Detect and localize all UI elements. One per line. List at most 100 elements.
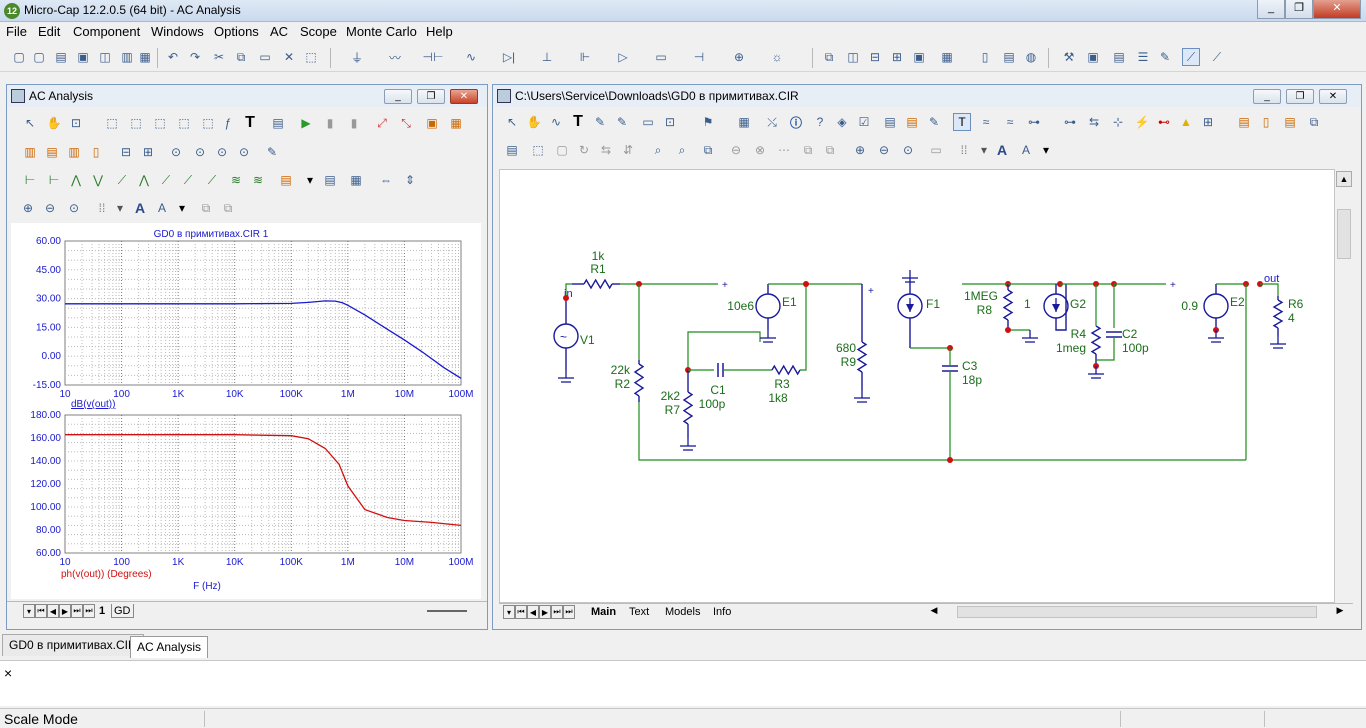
- cascade-icon[interactable]: ⧉: [824, 49, 834, 64]
- copy-icon[interactable]: ⧉: [236, 49, 246, 64]
- sch-brush-icon[interactable]: ✎: [616, 115, 628, 129]
- sch-edit-icon[interactable]: ✎: [928, 115, 940, 129]
- sch-attr-text-icon[interactable]: T: [953, 113, 971, 131]
- grid-d-icon[interactable]: ▯: [92, 145, 100, 159]
- sch-copy-icon[interactable]: ⧉: [803, 142, 813, 157]
- tab-text[interactable]: Text: [629, 606, 650, 618]
- sch-print-icon[interactable]: ▭: [930, 143, 942, 157]
- print-preview-icon[interactable]: ▥: [121, 50, 133, 64]
- probe-icon[interactable]: ⊕: [733, 50, 745, 64]
- sch-grid-dropdown-icon[interactable]: ▾: [980, 143, 988, 157]
- sch-find-icon[interactable]: ⌕: [654, 142, 662, 157]
- redo-icon[interactable]: ↷: [189, 50, 201, 64]
- inductor-icon[interactable]: ∿: [465, 50, 477, 64]
- horizontal-tag-icon[interactable]: ⬚: [178, 116, 190, 130]
- open-icon[interactable]: ▤: [55, 50, 67, 64]
- restore-scale-icon[interactable]: ⤡: [401, 115, 411, 130]
- undo-icon[interactable]: ↶: [167, 50, 179, 64]
- menu-component[interactable]: Component: [73, 24, 141, 39]
- sch-tab-next-icon[interactable]: ▶: [539, 605, 551, 619]
- sch-zoom-out-icon[interactable]: ⊖: [878, 143, 890, 157]
- sch-node-voltages-icon[interactable]: ≈: [1006, 115, 1014, 129]
- window-tab-schematic[interactable]: GD0 в примитивах.CIR: [2, 634, 144, 656]
- sch-flip-v-icon[interactable]: ⇵: [622, 143, 634, 157]
- panel-b-icon[interactable]: ▦: [450, 116, 462, 130]
- sch-info-icon[interactable]: ⓘ: [789, 115, 802, 130]
- sch-tab-prev-icon[interactable]: ◀: [527, 605, 539, 619]
- new-file-icon[interactable]: ▢: [13, 50, 25, 64]
- sch-mirror-icon[interactable]: ⇆: [600, 143, 612, 157]
- sch-text-color-icon[interactable]: A: [1021, 143, 1030, 157]
- text-color-icon[interactable]: A: [157, 201, 166, 215]
- sch-disabled-a-icon[interactable]: ▢: [556, 143, 568, 157]
- sch-page-b-icon[interactable]: ▯: [1262, 115, 1270, 129]
- ac-minimize-button[interactable]: _: [384, 89, 412, 104]
- select-arrow-icon[interactable]: ↖: [24, 116, 36, 130]
- sch-replace-icon[interactable]: ⧉: [703, 142, 713, 157]
- ac-maximize-button[interactable]: ❐: [417, 89, 445, 104]
- tab-models[interactable]: Models: [665, 606, 701, 618]
- sch-text-icon[interactable]: T: [573, 113, 583, 130]
- grid-a-icon[interactable]: ▥: [24, 145, 36, 159]
- run-icon[interactable]: ▶: [301, 116, 311, 130]
- resistor-icon[interactable]: 〰: [388, 50, 401, 65]
- tab-next-icon[interactable]: ▶: [59, 604, 71, 618]
- sch-tab-prev-all-icon[interactable]: ⏮: [515, 605, 527, 619]
- sch-stack-icon[interactable]: ▤: [906, 115, 918, 129]
- sch-circle-a-icon[interactable]: ⊖: [730, 143, 742, 157]
- vertical-tag-icon[interactable]: ⬚: [202, 116, 214, 130]
- sch-warning-icon[interactable]: ▲: [1180, 115, 1192, 129]
- tile-vertical-icon[interactable]: ◫: [847, 50, 859, 64]
- zoom-box-icon[interactable]: ⊡: [70, 116, 82, 130]
- menu-file[interactable]: File: [6, 24, 27, 39]
- zoom-fit-icon[interactable]: ⊙: [68, 201, 80, 215]
- hscroll-left-icon[interactable]: ◀: [930, 605, 938, 615]
- page-icon[interactable]: ▯: [981, 50, 989, 64]
- calculator-icon[interactable]: ▦: [941, 50, 953, 64]
- tab-info[interactable]: Info: [713, 606, 732, 618]
- tag-menu-icon[interactable]: ▤: [280, 173, 292, 187]
- sch-zoom-fit-icon[interactable]: ⊙: [902, 143, 914, 157]
- scroll-up-icon[interactable]: ▲: [1336, 171, 1352, 187]
- grid-dropdown-icon[interactable]: ▾: [116, 201, 124, 215]
- cursor-icon[interactable]: ⬚: [130, 116, 142, 130]
- tab-first-icon[interactable]: ▾: [23, 604, 35, 618]
- cursor-peak-icon[interactable]: ⊢: [24, 173, 36, 187]
- panel-a-icon[interactable]: ▣: [426, 116, 438, 130]
- properties-icon[interactable]: ▤: [272, 116, 284, 130]
- tab-splitter[interactable]: [427, 610, 467, 612]
- cursor-bottom-icon[interactable]: ⟋: [207, 172, 217, 187]
- menu-help[interactable]: Help: [426, 24, 453, 39]
- edit-plot-icon[interactable]: ✎: [266, 145, 278, 159]
- minus-box-icon[interactable]: ⊟: [120, 145, 132, 159]
- menu-monte-carlo[interactable]: Monte Carlo: [346, 24, 417, 39]
- cursor-all-icon[interactable]: ≋: [252, 173, 264, 187]
- tab-page-1[interactable]: 1: [99, 605, 106, 617]
- sch-page-c-icon[interactable]: ▤: [1284, 115, 1296, 129]
- point-tag-icon[interactable]: ⬚: [154, 116, 166, 130]
- scale-icon[interactable]: ⬚: [106, 116, 118, 130]
- zoom-a-icon[interactable]: ⊙: [170, 145, 182, 159]
- cursor-high-icon[interactable]: ⋀: [71, 173, 81, 187]
- sch-circle-c-icon[interactable]: ⋯: [778, 143, 790, 157]
- sch-select-icon[interactable]: ↖: [506, 115, 518, 129]
- scale-mode-icon[interactable]: ⟋: [1182, 48, 1200, 66]
- sch-close-button[interactable]: ✕: [1319, 89, 1347, 104]
- fit-width-icon[interactable]: ⇔: [380, 173, 392, 187]
- menu-windows[interactable]: Windows: [151, 24, 204, 39]
- close-button[interactable]: ✕: [1313, 0, 1361, 19]
- sch-minimize-button[interactable]: _: [1253, 89, 1281, 104]
- tag-dropdown-icon[interactable]: ▾: [306, 173, 314, 187]
- cursor-mode-icon[interactable]: ⟋: [1212, 49, 1222, 64]
- menu-ac[interactable]: AC: [270, 24, 289, 39]
- pan-hand-icon[interactable]: ✋: [46, 116, 62, 130]
- tab-end-icon[interactable]: ⏭: [83, 604, 95, 618]
- cursor-global-high-icon[interactable]: ⋀: [139, 173, 149, 187]
- sch-table-icon[interactable]: ▤: [884, 115, 896, 129]
- hscroll-thumb[interactable]: [957, 606, 1317, 618]
- window-icon[interactable]: ▣: [913, 50, 925, 64]
- battery-icon[interactable]: ▭: [655, 50, 667, 64]
- tab-prev-all-icon[interactable]: ⏮: [35, 604, 47, 618]
